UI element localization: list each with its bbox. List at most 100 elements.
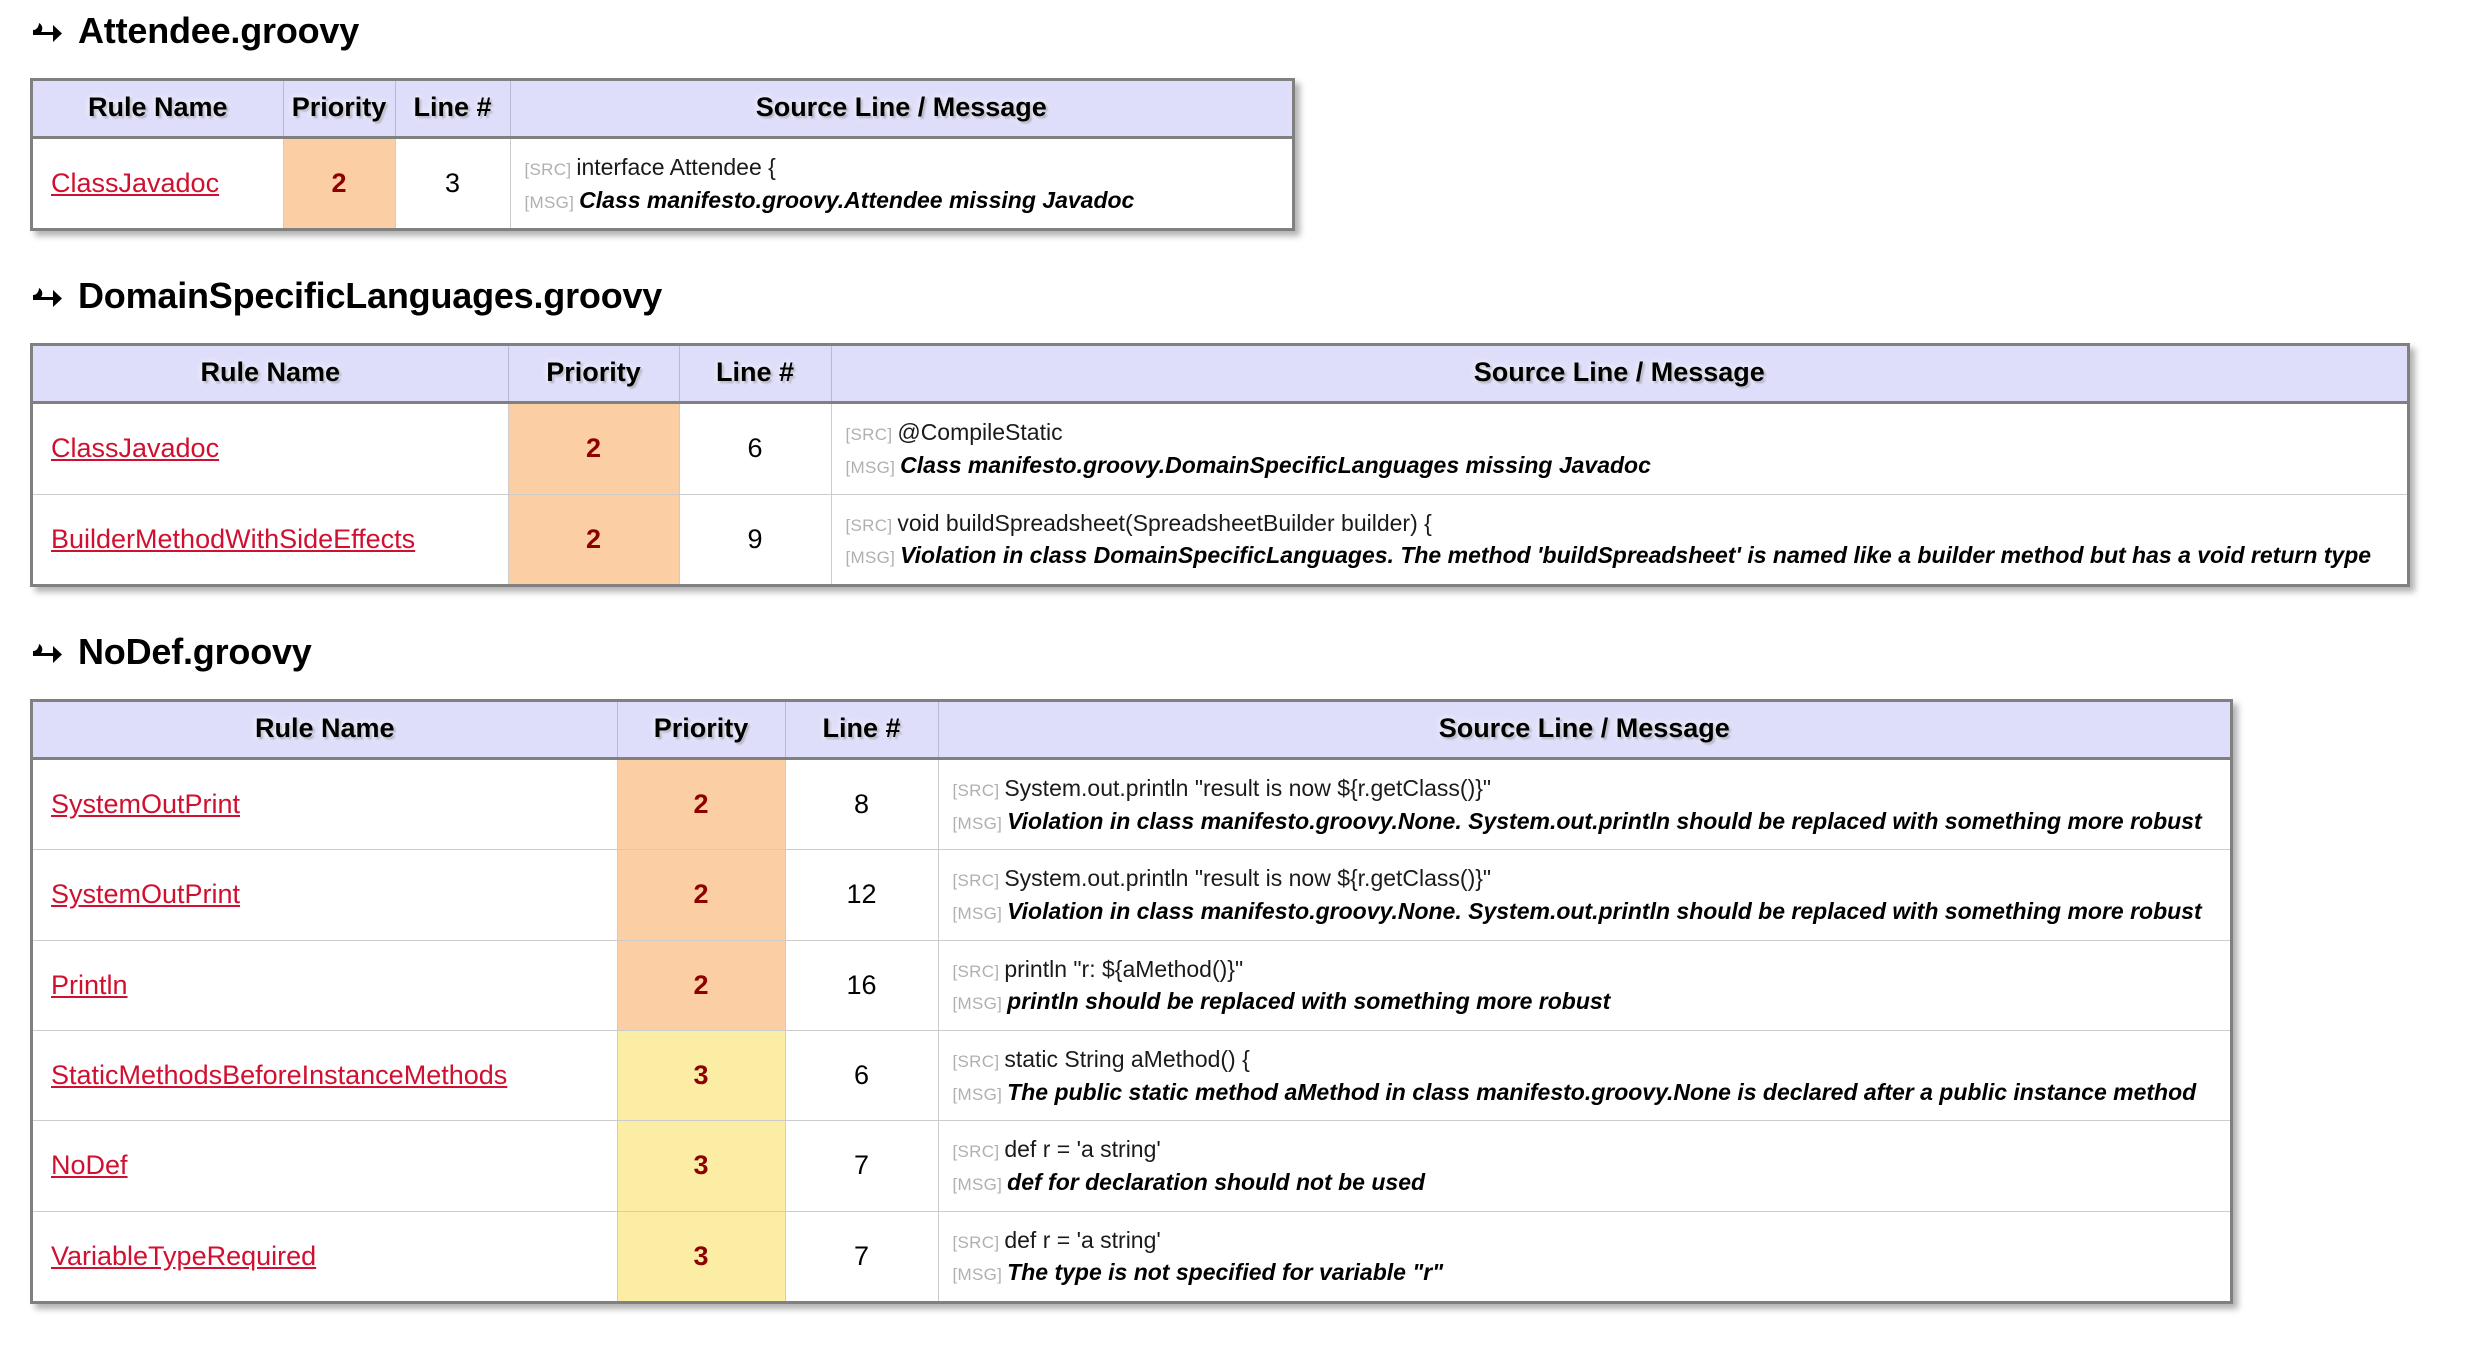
source-line-text: @CompileStatic [897,419,1063,446]
message-line: [MSG]Violation in class DomainSpecificLa… [846,539,2398,572]
message-text: The type is not specified for variable "… [1007,1259,1444,1286]
source-message-cell: [SRC]def r = 'a string'[MSG]def for decl… [938,1120,2230,1212]
line-number-cell: 7 [785,1211,939,1301]
src-tag: [SRC] [952,780,1000,800]
message-line: [MSG]Class manifesto.groovy.DomainSpecif… [846,449,2398,482]
message-text: Violation in class manifesto.groovy.None… [1007,807,2202,834]
msg-tag: [MSG] [952,1265,1003,1285]
line-number-cell: 8 [785,758,939,851]
rule-name-link[interactable]: SystemOutPrint [51,789,241,820]
source-line-text: System.out.println "result is now ${r.ge… [1004,865,1492,892]
priority-cell: 3 [617,1030,786,1122]
message-line: [MSG]Violation in class manifesto.groovy… [953,805,2221,838]
line-number-cell: 6 [785,1030,939,1122]
right-arrow-icon [30,637,64,671]
priority-cell: 3 [617,1120,786,1212]
rule-name-cell: Println [33,940,618,1031]
line-number-cell: 12 [785,849,939,941]
message-text: Violation in class manifesto.groovy.None… [1007,897,2202,924]
line-number-cell: 6 [679,402,832,495]
column-header-priority: Priority [508,346,680,405]
source-line: [SRC]void buildSpreadsheet(SpreadsheetBu… [846,507,2398,540]
source-message-cell: [SRC]@CompileStatic[MSG]Class manifesto.… [831,402,2407,495]
msg-tag: [MSG] [952,1084,1003,1104]
message-line: [MSG]The public static method aMethod in… [953,1076,2221,1109]
line-number-cell: 9 [679,494,832,584]
section-heading: Attendee.groovy [0,10,2471,52]
rule-name-link[interactable]: NoDef [51,1150,128,1181]
rule-name-link[interactable]: Println [51,969,128,1000]
src-tag: [SRC] [952,1142,1000,1162]
right-arrow-icon [30,16,64,50]
rule-name-cell: SystemOutPrint [33,849,618,941]
line-number-cell: 16 [785,940,939,1031]
rule-name-cell: ClassJavadoc [33,402,509,495]
message-line: [MSG]def for declaration should not be u… [953,1166,2221,1199]
msg-tag: [MSG] [952,994,1003,1014]
column-header-line-number: Line # [395,81,511,139]
column-header-source-message: Source Line / Message [510,81,1292,139]
source-line: [SRC]@CompileStatic [846,416,2398,449]
column-header-source-message: Source Line / Message [831,346,2407,405]
rule-name-link[interactable]: BuilderMethodWithSideEffects [51,523,416,554]
message-line: [MSG]The type is not specified for varia… [953,1256,2221,1289]
column-header-rule-name: Rule Name [33,346,509,405]
source-line-text: static String aMethod() { [1004,1045,1250,1072]
file-name-title: NoDef.groovy [78,630,312,672]
message-text: Violation in class DomainSpecificLanguag… [900,542,2372,569]
source-line-text: def r = 'a string' [1004,1136,1161,1163]
section-heading: NoDef.groovy [0,631,2471,673]
priority-cell: 3 [617,1211,786,1301]
source-line: [SRC]System.out.println "result is now $… [953,772,2221,805]
rule-name-cell: ClassJavadoc [33,137,284,229]
message-line: [MSG]Class manifesto.groovy.Attendee mis… [525,184,1283,217]
source-line-text: def r = 'a string' [1004,1226,1161,1253]
column-header-rule-name: Rule Name [33,81,284,139]
rule-name-link[interactable]: ClassJavadoc [51,433,220,464]
source-message-cell: [SRC]System.out.println "result is now $… [938,849,2230,941]
src-tag: [SRC] [952,961,1000,981]
priority-cell: 2 [508,402,680,495]
source-line-text: System.out.println "result is now ${r.ge… [1004,774,1492,801]
rule-name-link[interactable]: SystemOutPrint [51,879,241,910]
priority-cell: 2 [617,940,786,1031]
msg-tag: [MSG] [952,903,1003,923]
src-tag: [SRC] [845,515,893,535]
source-line: [SRC]interface Attendee { [525,151,1283,184]
source-message-cell: [SRC]println "r: ${aMethod()}"[MSG]print… [938,940,2230,1031]
column-header-line-number: Line # [785,701,939,760]
msg-tag: [MSG] [952,1174,1003,1194]
source-line: [SRC]println "r: ${aMethod()}" [953,953,2221,986]
rule-name-link[interactable]: ClassJavadoc [51,168,220,199]
source-line: [SRC]def r = 'a string' [953,1224,2221,1257]
src-tag: [SRC] [845,425,893,445]
rule-name-cell: BuilderMethodWithSideEffects [33,494,509,584]
source-message-cell: [SRC]static String aMethod() { [MSG]The p… [938,1030,2230,1122]
msg-tag: [MSG] [952,813,1003,833]
src-tag: [SRC] [952,871,1000,891]
rule-name-cell: SystemOutPrint [33,758,618,851]
src-tag: [SRC] [952,1051,1000,1071]
priority-cell: 2 [617,849,786,941]
column-header-priority: Priority [283,81,396,139]
priority-cell: 2 [508,494,680,584]
source-line-text: void buildSpreadsheet(SpreadsheetBuilder… [897,509,1432,536]
message-text: def for declaration should not be used [1007,1168,1426,1195]
rule-name-link[interactable]: VariableTypeRequired [51,1240,317,1271]
column-header-source-message: Source Line / Message [938,701,2230,760]
rule-name-link[interactable]: StaticMethodsBeforeInstanceMethods [51,1060,508,1091]
line-number-cell: 3 [395,137,511,229]
src-tag: [SRC] [952,1232,1000,1252]
rule-name-cell: NoDef [33,1120,618,1212]
